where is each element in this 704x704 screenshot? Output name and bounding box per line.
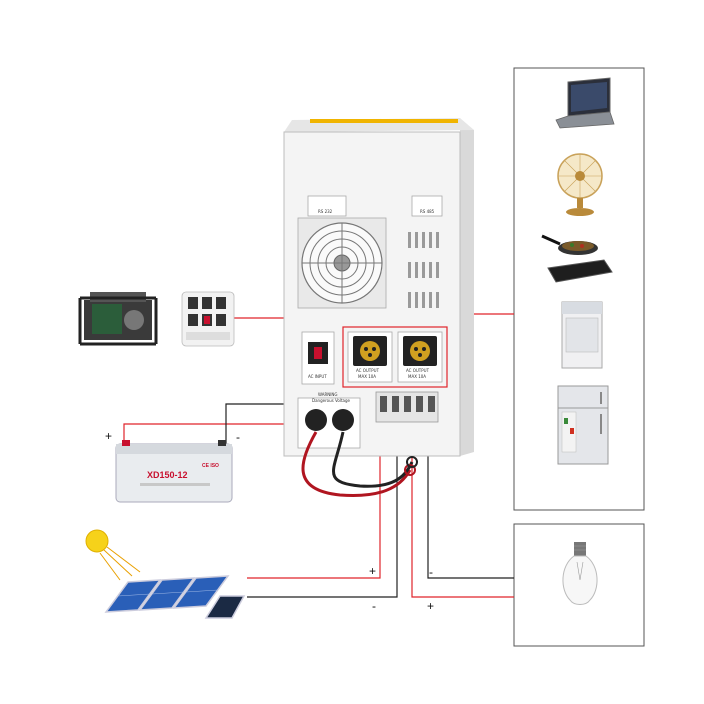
- battery-plus-sign: +: [105, 429, 112, 443]
- warning-label: WARNING: [318, 392, 338, 397]
- laptop-icon: [555, 77, 615, 129]
- ac-output-1-label: AC OUTPUT: [356, 368, 380, 373]
- battery-minus-sign: -: [236, 430, 240, 444]
- washing-machine-icon: [561, 301, 603, 369]
- battery-model: XD150-12: [147, 470, 188, 480]
- lamp-minus-sign: -: [429, 565, 433, 579]
- ac-output-2-rating: MAX 10A: [408, 374, 426, 379]
- light-bulb-icon: [562, 542, 598, 605]
- ac-input-label: AC INPUT: [308, 374, 327, 379]
- refrigerator-icon: [557, 385, 609, 465]
- solar-negative-wire: [247, 412, 398, 598]
- ac-output-2-label: AC OUTPUT: [406, 368, 430, 373]
- sun-icon: [85, 529, 141, 581]
- ac-loads-box: [513, 67, 645, 511]
- lamp-plus-sign: +: [427, 599, 434, 613]
- rs485-label: RS 485: [420, 209, 435, 214]
- solar-panels-icon: [104, 575, 246, 619]
- battery-cert: CE ISO: [202, 463, 219, 469]
- solar-plus-sign: +: [369, 564, 376, 578]
- induction-stove-icon: [541, 234, 613, 283]
- rs232-label: RS 232: [318, 209, 333, 214]
- ac-output-1-rating: MAX 10A: [358, 374, 376, 379]
- solar-minus-sign: -: [372, 599, 376, 613]
- generator-icon: [78, 292, 158, 346]
- dc-load-box: [513, 523, 645, 647]
- battery-positive-wire: [123, 423, 348, 445]
- solar-positive-wire: [247, 412, 381, 579]
- warning-sublabel: Dangerous Voltage: [312, 398, 351, 403]
- lamp-negative-wire: [427, 412, 514, 579]
- grid-meter-icon: [181, 291, 235, 347]
- inverter-icon: RS 232 RS 485 AC INPUT: [283, 118, 474, 498]
- fan-icon: [557, 153, 603, 216]
- battery-icon: XD150-12 CE ISO: [115, 440, 233, 503]
